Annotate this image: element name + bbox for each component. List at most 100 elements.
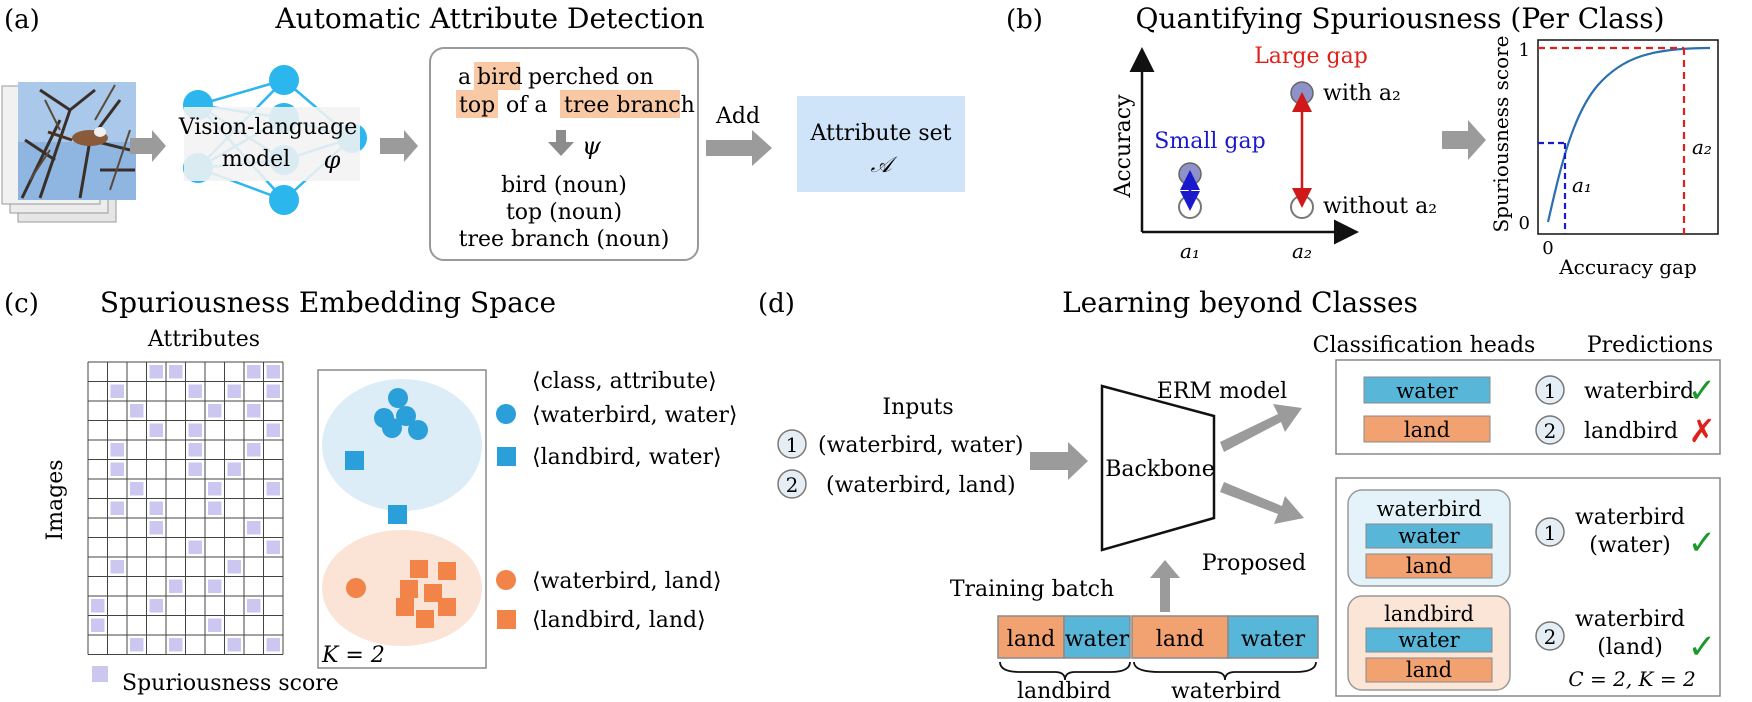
input-2-text: (waterbird, land) bbox=[826, 473, 1016, 498]
add-arrow bbox=[706, 130, 772, 166]
score-cell bbox=[149, 501, 163, 515]
batch-cell-4: water bbox=[1241, 627, 1306, 652]
head-landbird-water: water bbox=[1398, 628, 1460, 652]
images-label: Images bbox=[43, 459, 68, 540]
prop-pred-1-line1: waterbird bbox=[1575, 505, 1685, 530]
erm-pred-2-num: 2 bbox=[1544, 419, 1557, 443]
arrow-batch-to-backbone bbox=[1150, 560, 1180, 612]
psi-symbol: ψ bbox=[582, 132, 602, 160]
backbone-block bbox=[1100, 384, 1216, 552]
head-group-landbird: landbird water land bbox=[1347, 595, 1511, 691]
panel-a-label: (a) bbox=[4, 5, 40, 35]
large-gap-label: Large gap bbox=[1254, 44, 1368, 69]
prop-pred-2-num: 2 bbox=[1544, 625, 1557, 649]
tick-a2: a₂ bbox=[1292, 239, 1312, 263]
embedding-legend: ⟨class, attribute⟩ ⟨waterbird, water⟩ ⟨l… bbox=[496, 369, 738, 633]
score-cell bbox=[266, 482, 280, 496]
prop-pred-2-line1: waterbird bbox=[1575, 607, 1685, 632]
head-group-waterbird: waterbird water land bbox=[1347, 489, 1511, 587]
erm-pred-1-num: 1 bbox=[1544, 379, 1557, 403]
point-with-a2 bbox=[1290, 81, 1314, 105]
erm-box: water land 1 waterbird ✓ 2 landbird ✗ bbox=[1335, 359, 1721, 455]
score-cell bbox=[169, 579, 183, 593]
caption-box: a bird perched on top of a tree branch ψ… bbox=[429, 47, 699, 261]
add-label: Add bbox=[715, 104, 760, 129]
score-cell bbox=[188, 443, 202, 457]
score-cell bbox=[110, 462, 124, 476]
head-group-landbird-title: landbird bbox=[1384, 602, 1474, 626]
bird-photo bbox=[18, 82, 136, 200]
ck-label: C = 2, K = 2 bbox=[1568, 667, 1695, 691]
arrow-vlm-to-caption bbox=[380, 130, 418, 162]
landbird-water-points bbox=[345, 451, 407, 524]
highlight-tree-branch bbox=[560, 90, 680, 118]
heads-header: Classification heads bbox=[1313, 333, 1536, 358]
erm-pred-1-text: waterbird bbox=[1584, 379, 1694, 404]
score-cell bbox=[266, 423, 280, 437]
score-cell bbox=[227, 638, 241, 652]
score-cell bbox=[91, 618, 105, 632]
panel-d-label: (d) bbox=[758, 289, 795, 319]
score-cell bbox=[91, 599, 105, 613]
erm-pred-2-cross: ✗ bbox=[1689, 412, 1716, 450]
erm-head-land: land bbox=[1404, 418, 1450, 442]
panel-c-title: Spuriousness Embedding Space bbox=[100, 286, 556, 319]
score-cell bbox=[110, 501, 124, 515]
noun-3: tree branch (noun) bbox=[459, 227, 670, 252]
score-cell bbox=[227, 462, 241, 476]
input-1-num: 1 bbox=[786, 433, 799, 457]
vlm-phi: φ bbox=[324, 146, 341, 174]
panel-c-label: (c) bbox=[4, 289, 39, 319]
score-cell bbox=[110, 384, 124, 398]
prop-pred-1-check: ✓ bbox=[1688, 523, 1717, 563]
head-waterbird-land: land bbox=[1406, 554, 1452, 578]
score-cell bbox=[247, 365, 261, 379]
input-2-num: 2 bbox=[786, 473, 799, 497]
prop-pred-2-check: ✓ bbox=[1688, 627, 1717, 667]
training-batch-label: Training batch bbox=[950, 577, 1114, 602]
caption-word-bird: bird bbox=[477, 65, 523, 90]
score-grid bbox=[87, 361, 284, 655]
score-cell bbox=[130, 482, 144, 496]
small-gap-label: Small gap bbox=[1154, 129, 1265, 154]
score-cell bbox=[110, 443, 124, 457]
inputs-label: Inputs bbox=[882, 395, 953, 420]
caption-word-tree-branch: tree branch bbox=[564, 93, 695, 118]
input-1: 1 (waterbird, water) bbox=[777, 429, 1024, 459]
k-label: K = 2 bbox=[321, 643, 385, 668]
score-cell bbox=[227, 560, 241, 574]
panel-b-label: (b) bbox=[1006, 5, 1043, 35]
score-cell bbox=[188, 384, 202, 398]
score-cell bbox=[169, 638, 183, 652]
score-cell bbox=[169, 365, 183, 379]
arrow-image-to-vlm bbox=[130, 130, 166, 162]
score-cell bbox=[247, 599, 261, 613]
curve-xlabel: Accuracy gap bbox=[1558, 255, 1697, 279]
image-stack bbox=[1, 82, 136, 223]
caption-word-top: top bbox=[459, 93, 495, 118]
score-cell bbox=[188, 423, 202, 437]
psi-arrow bbox=[548, 130, 574, 156]
score-cell bbox=[208, 501, 222, 515]
score-cell bbox=[208, 579, 222, 593]
score-cell bbox=[227, 384, 241, 398]
attr-set-label: Attribute set bbox=[810, 121, 952, 146]
score-cell bbox=[247, 404, 261, 418]
score-cell bbox=[188, 462, 202, 476]
spuriousness-curve-plot: 1 0 0 a₁ a₂ Spuriousness score Accuracy … bbox=[1489, 35, 1719, 279]
sigmoid-curve bbox=[1546, 46, 1711, 223]
batch-cell-1: land bbox=[1007, 627, 1055, 652]
arrow-to-proposed bbox=[1220, 482, 1304, 524]
score-cell bbox=[247, 521, 261, 535]
prop-pred-1-line2: (water) bbox=[1589, 533, 1671, 558]
batch-cell-2: water bbox=[1065, 627, 1130, 652]
batch-cell-3: land bbox=[1156, 627, 1204, 652]
point-without-a2 bbox=[1290, 195, 1314, 219]
score-cell bbox=[188, 540, 202, 554]
vlm-line1: Vision-language bbox=[178, 115, 358, 140]
panel-d-title: Learning beyond Classes bbox=[1062, 286, 1418, 319]
panel-c: (c) Spuriousness Embedding Space Attribu… bbox=[4, 286, 738, 696]
score-cell bbox=[149, 423, 163, 437]
highlight-top bbox=[456, 90, 498, 118]
legend-waterbird-water: ⟨waterbird, water⟩ bbox=[532, 403, 738, 428]
